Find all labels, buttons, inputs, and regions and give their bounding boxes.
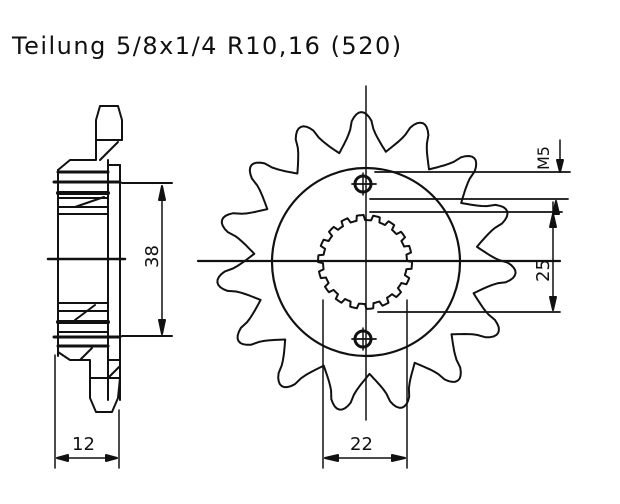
dim-side-height: 38 (142, 245, 163, 268)
dim-bolt-thread: M5 (534, 146, 553, 170)
front-view (196, 85, 571, 469)
bolt-hole-bottom (351, 327, 377, 351)
side-view (46, 105, 173, 469)
bolt-hole-top (351, 172, 377, 196)
dim-bolt-offset: 25 (533, 259, 554, 282)
dim-spline-diameter: 22 (350, 434, 373, 455)
drawing-title: Teilung 5/8x1/4 R10,16 (520) (12, 32, 403, 60)
dim-side-width: 12 (72, 434, 95, 455)
